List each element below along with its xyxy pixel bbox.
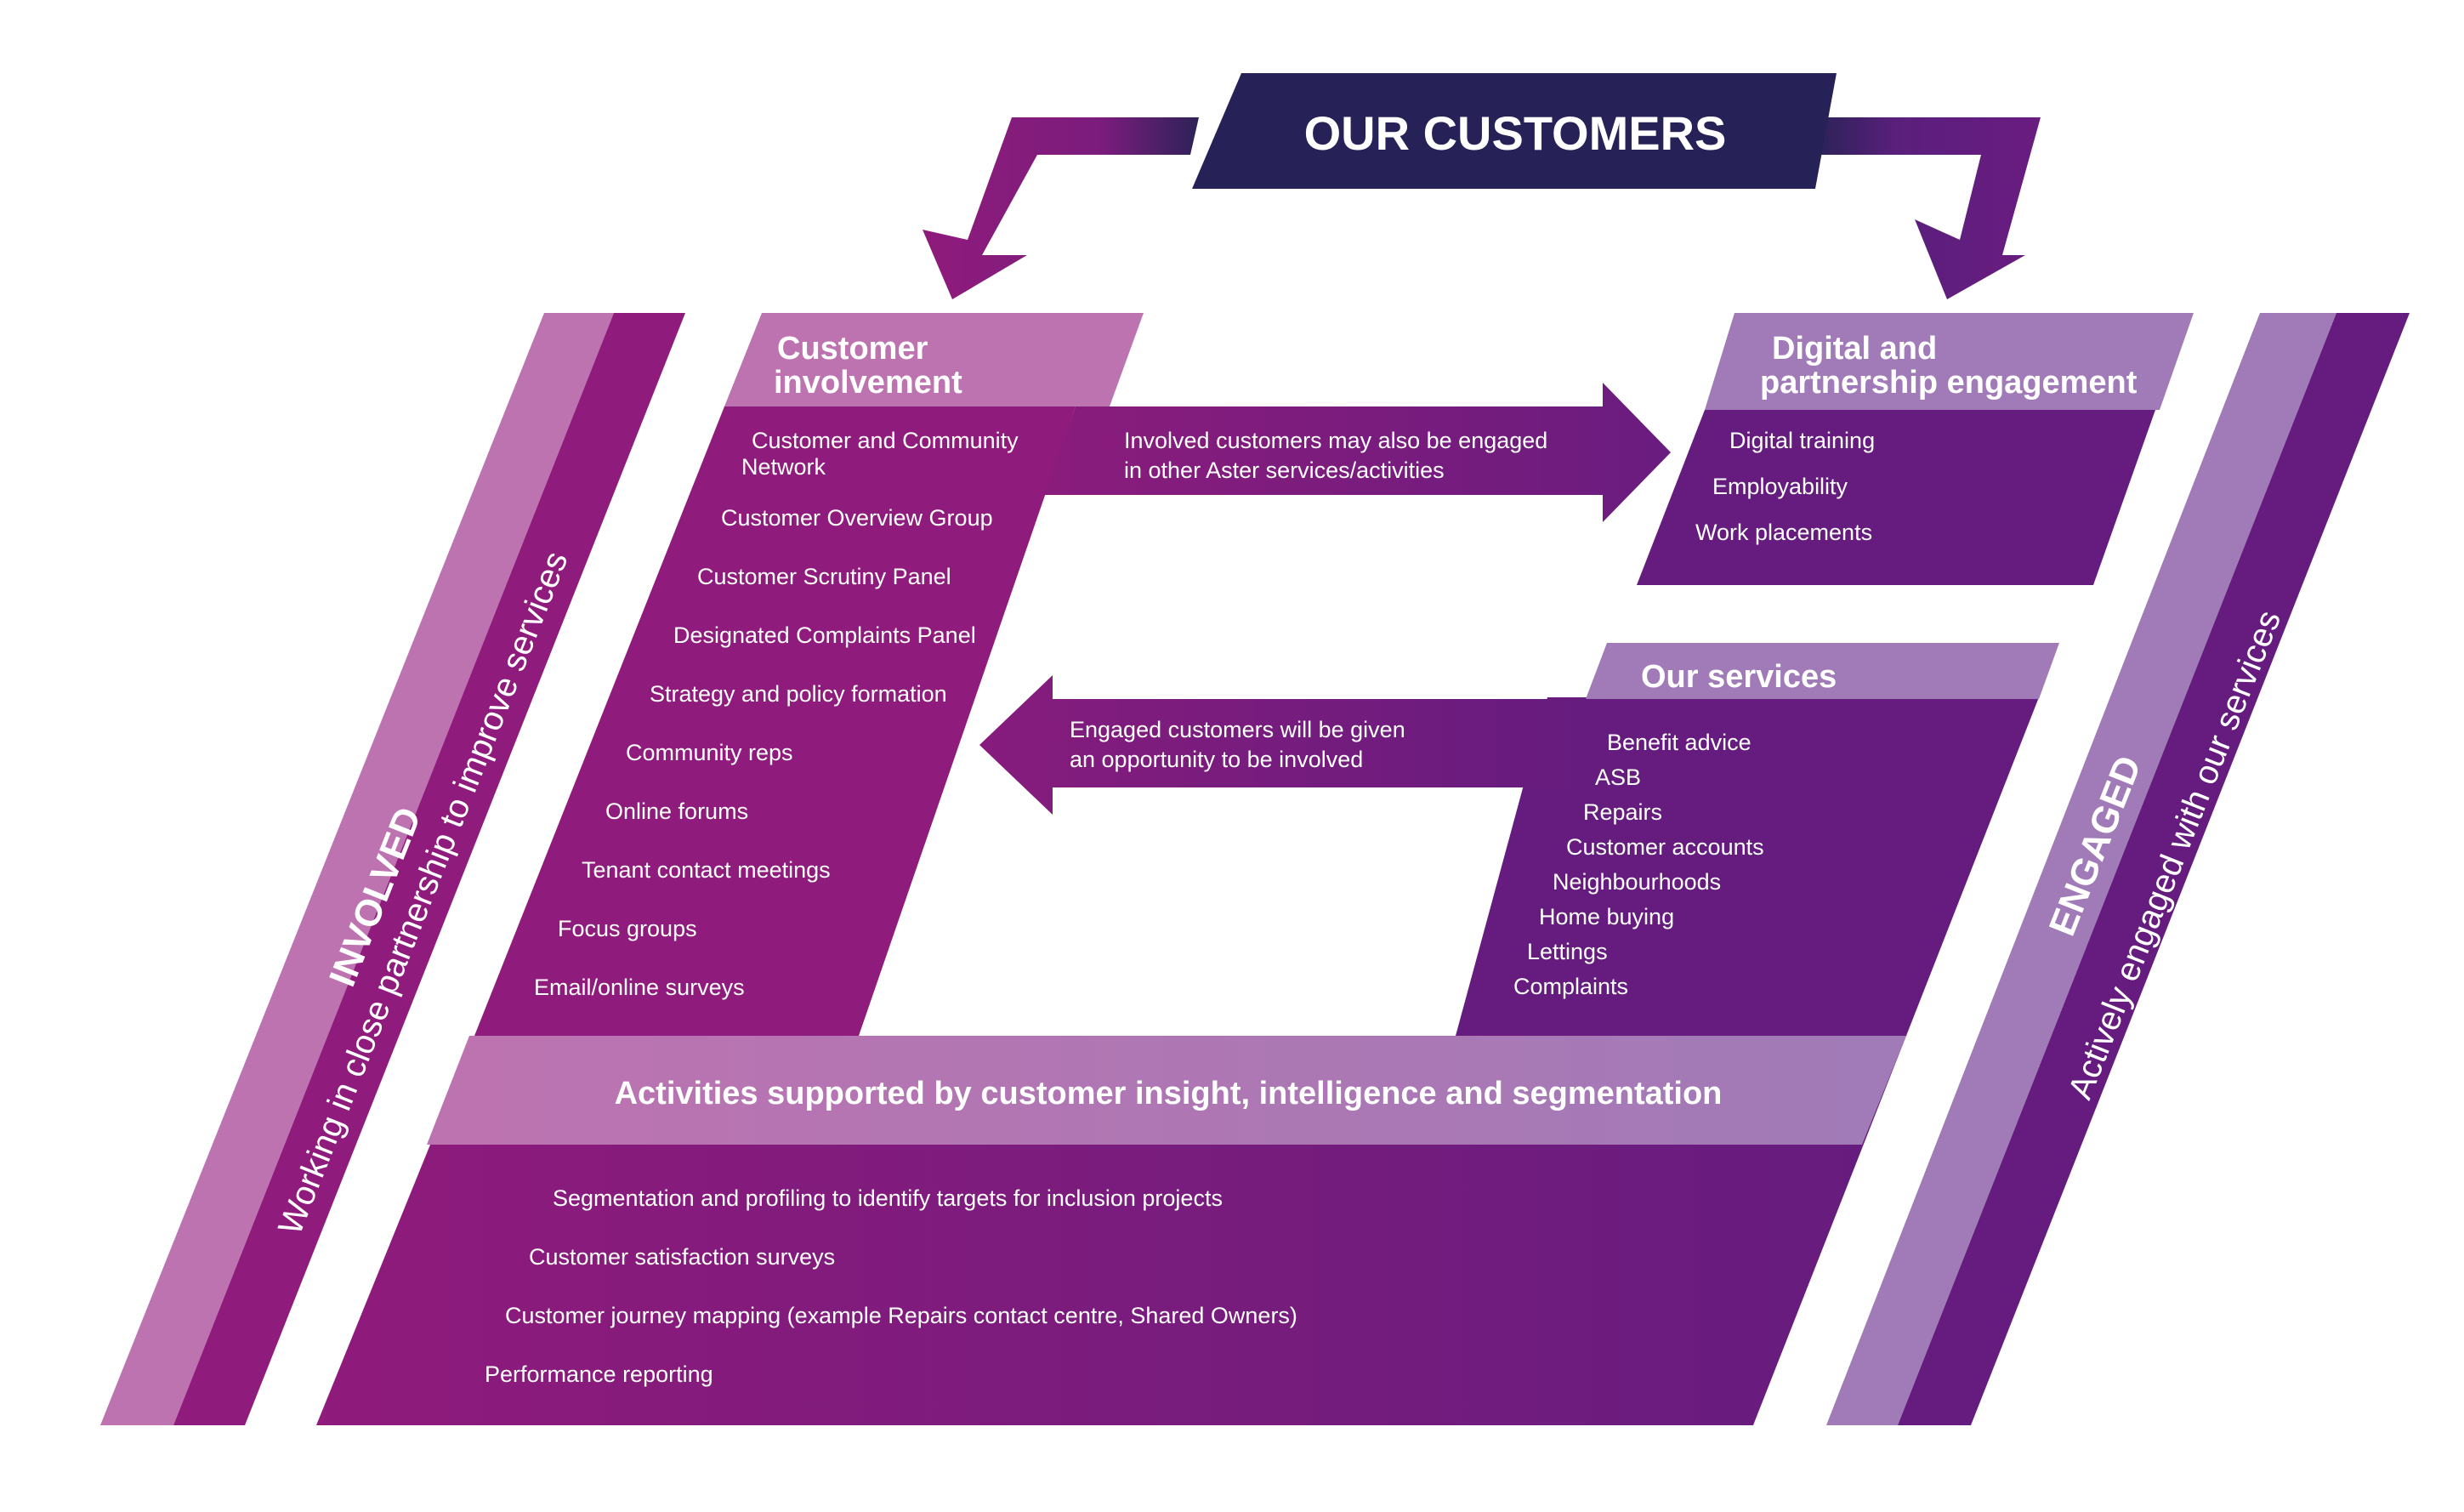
digital-item: Employability xyxy=(1712,474,1848,499)
activity-item: Customer satisfaction surveys xyxy=(529,1244,835,1270)
involvement-item: Community reps xyxy=(626,740,793,765)
service-item: Complaints xyxy=(1513,974,1628,999)
activities-heading: Activities supported by customer insight… xyxy=(615,1076,1723,1111)
our-services-block: Our services Benefit advice ASB Repairs … xyxy=(1456,643,2059,1036)
service-item: ASB xyxy=(1595,765,1641,790)
involvement-item: Online forums xyxy=(605,799,748,824)
service-item: Repairs xyxy=(1583,799,1662,825)
service-item: Customer accounts xyxy=(1566,834,1764,860)
activity-item: Segmentation and profiling to identify t… xyxy=(553,1185,1223,1211)
digital-heading-2: partnership engagement xyxy=(1760,365,2138,401)
service-item: Neighbourhoods xyxy=(1553,869,1721,895)
right-down-arrow xyxy=(1820,117,2041,299)
involvement-item: Customer Scrutiny Panel xyxy=(697,564,951,589)
our-services-heading: Our services xyxy=(1641,659,1837,695)
digital-heading-1: Digital and xyxy=(1772,331,1937,367)
title-text: OUR CUSTOMERS xyxy=(1304,106,1727,160)
activity-item: Customer journey mapping (example Repair… xyxy=(505,1303,1297,1328)
right-arrow: Involved customers may also be engaged i… xyxy=(1044,383,1671,522)
service-item: Benefit advice xyxy=(1607,730,1751,755)
left-arrow-text-2: an opportunity to be involved xyxy=(1070,747,1363,772)
left-arrow: Engaged customers will be given an oppor… xyxy=(979,675,1581,815)
service-item: Home buying xyxy=(1539,904,1674,929)
left-down-arrow xyxy=(923,117,1199,299)
title-banner: OUR CUSTOMERS xyxy=(1192,73,1837,189)
customer-involvement-heading-1: Customer xyxy=(777,331,928,367)
involvement-item: Email/online surveys xyxy=(534,975,745,1000)
involvement-item: Tenant contact meetings xyxy=(582,857,831,883)
digital-engagement-block: Digital and partnership engagement Digit… xyxy=(1637,313,2194,585)
involvement-item: Network xyxy=(741,454,826,480)
digital-item: Work placements xyxy=(1695,520,1872,545)
digital-item: Digital training xyxy=(1729,428,1875,453)
activity-item: Performance reporting xyxy=(485,1361,713,1387)
involvement-item: Focus groups xyxy=(558,916,697,941)
right-arrow-text-2: in other Aster services/activities xyxy=(1124,458,1445,483)
customer-involvement-heading-2: involvement xyxy=(774,365,962,401)
involvement-item: Strategy and policy formation xyxy=(650,681,947,707)
involvement-item: Designated Complaints Panel xyxy=(673,622,976,648)
activities-block: Activities supported by customer insight… xyxy=(316,1036,1906,1425)
right-arrow-text-1: Involved customers may also be engaged xyxy=(1124,428,1547,453)
involvement-item: Customer Overview Group xyxy=(721,505,993,531)
left-arrow-text-1: Engaged customers will be given xyxy=(1070,717,1405,742)
service-item: Lettings xyxy=(1527,939,1608,964)
customer-involvement-block: Customer involvement Customer and Commun… xyxy=(474,313,1144,1036)
involvement-item: Customer and Community xyxy=(752,428,1019,453)
